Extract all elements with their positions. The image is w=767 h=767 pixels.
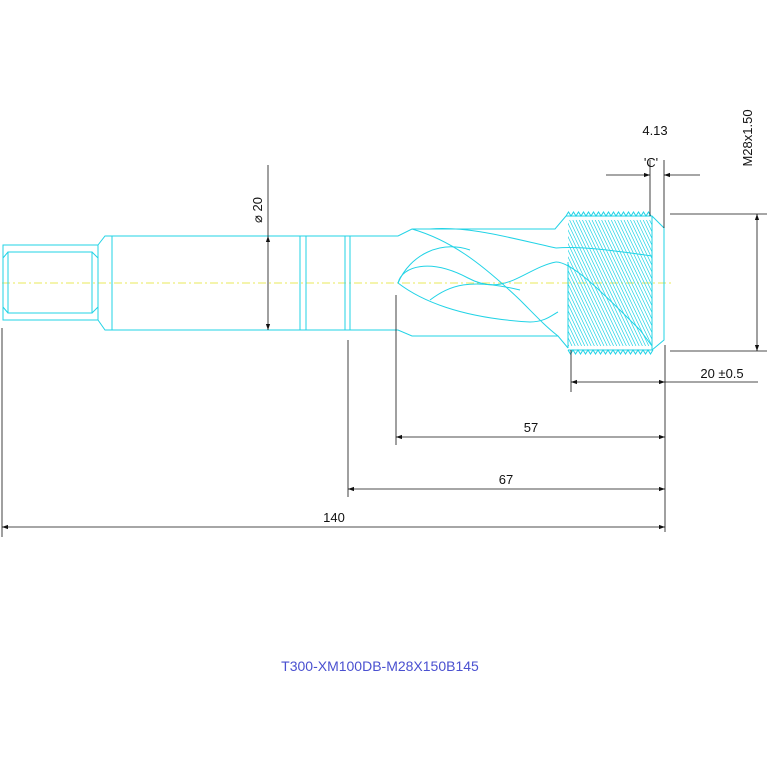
- dimensions: [1, 160, 767, 537]
- flute-3: [411, 228, 559, 337]
- overall-length-label: 140: [323, 510, 345, 525]
- neck: [350, 215, 569, 349]
- part-number-title: T300-XM100DB-M28X150B145: [281, 658, 479, 674]
- neck-length-label: 67: [499, 472, 513, 487]
- flute-2: [397, 282, 559, 323]
- chamfer-c-label: 'C': [644, 155, 658, 170]
- thread-spec-label: M28x1.50: [740, 109, 755, 166]
- tap-tool-outline: [2, 211, 665, 355]
- thread-crests-bottom: [567, 349, 654, 355]
- flute-length-label: 57: [524, 420, 538, 435]
- shank: [111, 235, 350, 331]
- flute-4: [429, 228, 557, 249]
- thread-length-label: 20 ±0.5: [700, 366, 743, 381]
- chamfer-value-label: 4.13: [642, 123, 667, 138]
- thread-helix: [568, 220, 652, 346]
- thread-crests-top: [565, 211, 652, 217]
- flute-1: [397, 261, 557, 286]
- shank-diameter-label: ⌀ 20: [250, 197, 265, 223]
